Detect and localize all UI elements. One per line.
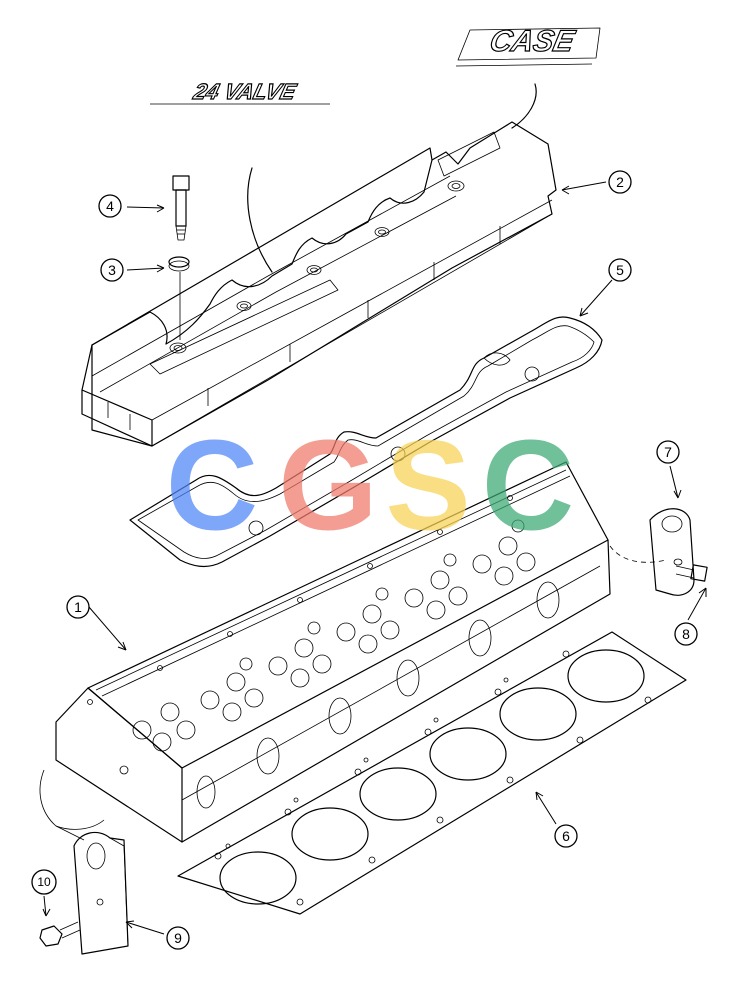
callout-8-label: 8	[682, 626, 690, 642]
bracket-rear-alignment	[609, 545, 667, 563]
callout-3-label: 3	[108, 262, 116, 278]
bracket-bolt-rear	[675, 564, 708, 582]
head-gasket	[177, 631, 687, 915]
callout-4: 4	[98, 194, 122, 218]
valve-decal-leader	[247, 167, 273, 273]
callout-7-label: 7	[664, 444, 672, 460]
side-ports	[87, 495, 560, 809]
cgsc-watermark: C G S C	[166, 415, 574, 558]
case-decal-leader	[511, 83, 537, 129]
cylinder-head	[39, 461, 611, 843]
lifting-bracket-front	[73, 831, 129, 955]
valve-cover	[81, 121, 557, 447]
callout-5: 5	[608, 258, 632, 282]
valve-decal: 24 VALVE	[150, 79, 330, 105]
callout-10: 10	[31, 869, 57, 895]
bolt-isolator	[168, 256, 190, 272]
lifting-bracket-rear	[649, 508, 695, 596]
callout-8: 8	[674, 622, 698, 646]
callout-10-label: 10	[37, 875, 51, 889]
callout-1-label: 1	[74, 599, 82, 615]
watermark-letter-1: C	[166, 415, 258, 558]
callout-1: 1	[66, 595, 90, 619]
watermark-letter-4: C	[482, 415, 574, 558]
callout-2-label: 2	[616, 174, 624, 190]
callout-6-label: 6	[562, 828, 570, 844]
callout-3: 3	[100, 258, 124, 282]
callout-2: 2	[608, 170, 632, 194]
callout-4-label: 4	[106, 198, 114, 214]
callout-9: 9	[166, 926, 190, 950]
case-decal: CASE	[455, 25, 601, 67]
bracket-bolt-front	[39, 921, 81, 947]
cover-bolt	[172, 175, 190, 241]
watermark-letter-2: G	[278, 415, 378, 558]
valve-spring-clusters	[132, 519, 536, 752]
valve-decal-text: 24 VALVE	[190, 79, 299, 104]
callout-9-label: 9	[174, 930, 182, 946]
rocker-cover-gasket	[129, 316, 603, 568]
watermark-letter-3: S	[385, 415, 470, 558]
callout-6: 6	[554, 824, 578, 848]
callout-leaders	[42, 181, 707, 935]
case-decal-text: CASE	[487, 25, 578, 58]
callout-5-label: 5	[616, 262, 624, 278]
callout-7: 7	[656, 440, 680, 464]
